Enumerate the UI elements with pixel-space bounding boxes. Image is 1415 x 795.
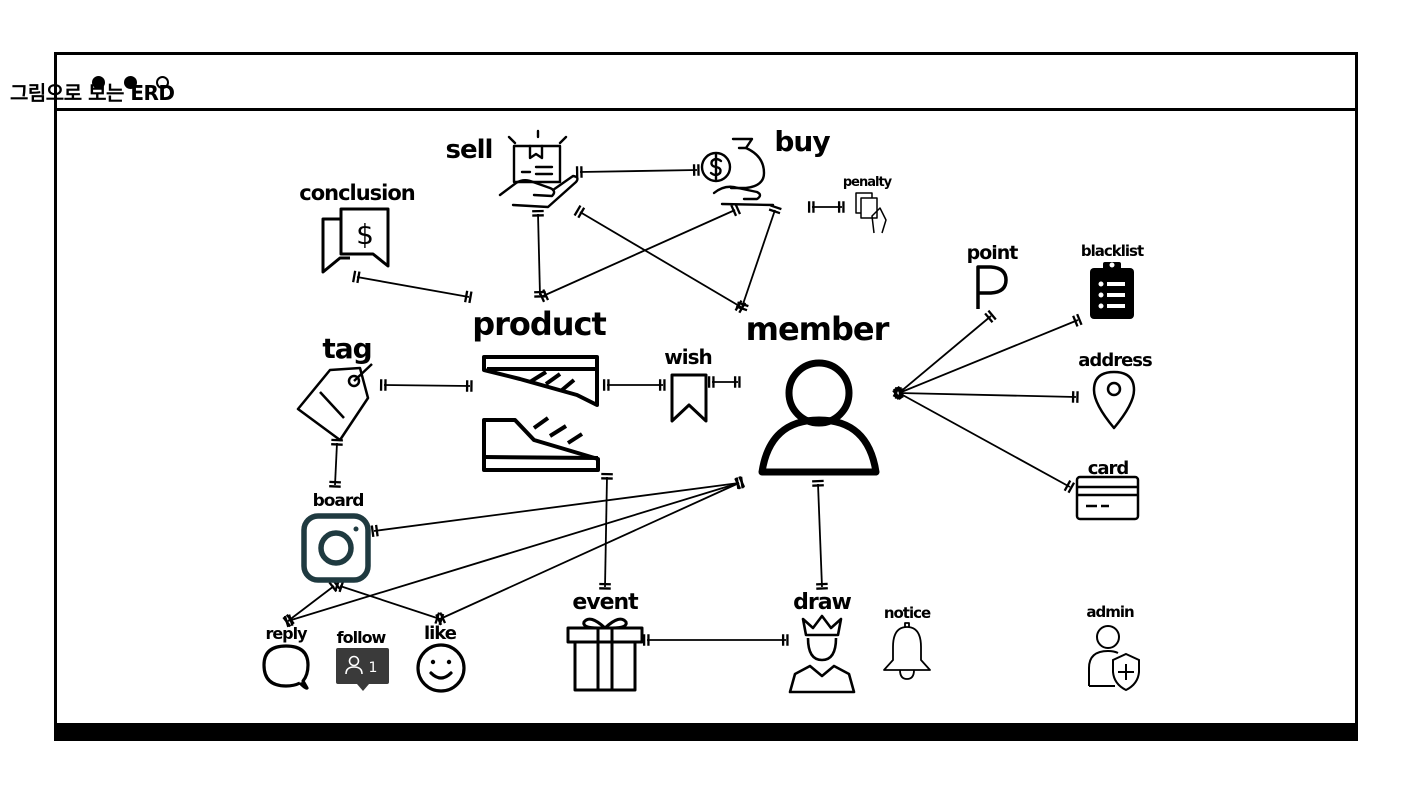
connector-member-blacklist	[893, 313, 1083, 400]
instagram-icon	[301, 513, 371, 583]
entity-product[interactable]: product	[472, 305, 608, 472]
crowned-person-icon	[788, 614, 856, 694]
connector-sell-member	[573, 204, 747, 314]
connector-conclusion-product	[352, 270, 473, 304]
connector-tag-product	[379, 379, 473, 392]
entity-label-blacklist: blacklist	[1081, 242, 1144, 260]
entity-sell[interactable]: sell	[446, 129, 579, 209]
follower-badge-icon: 1	[336, 648, 389, 691]
entity-label-penalty: penalty	[843, 175, 893, 190]
price-tag-icon	[296, 363, 373, 442]
entity-point[interactable]: point	[967, 242, 1019, 309]
entity-label-notice: notice	[884, 604, 931, 622]
connector-member-card	[892, 386, 1076, 494]
entity-label-like: like	[424, 623, 457, 644]
entity-label-product: product	[472, 305, 606, 343]
connector-member-draw	[812, 479, 828, 590]
bottom-bar	[57, 723, 1355, 741]
entity-draw[interactable]: draw	[788, 590, 856, 694]
gift-box-icon	[566, 617, 644, 692]
credit-card-icon	[1075, 475, 1140, 521]
bell-icon	[883, 622, 931, 680]
entity-member[interactable]: member	[746, 310, 891, 476]
connector-tag-board	[329, 438, 343, 488]
entity-notice[interactable]: notice	[883, 604, 932, 680]
money-bag-hand-icon	[700, 137, 775, 207]
user-icon	[758, 359, 880, 476]
page-title: 그림으로 보는 ERD	[10, 81, 175, 105]
entity-label-reply: reply	[265, 624, 308, 643]
window-dot-1[interactable]	[92, 76, 105, 89]
cards-hand-icon	[855, 192, 887, 234]
connector-member-address	[894, 387, 1079, 403]
location-pin-icon	[1092, 370, 1136, 430]
connector-board-reply	[282, 578, 341, 628]
title-bar	[57, 55, 1355, 111]
entity-blacklist[interactable]: blacklist	[1081, 242, 1145, 319]
clipboard-list-icon	[1090, 262, 1134, 319]
speech-bubble-icon	[262, 644, 310, 690]
entity-label-board: board	[313, 491, 364, 511]
connector-buy-product	[538, 203, 742, 303]
window-dot-3[interactable]	[156, 76, 169, 89]
entity-label-point: point	[967, 242, 1019, 264]
entity-buy[interactable]: buy	[700, 125, 831, 207]
entity-board[interactable]: board	[301, 491, 371, 583]
entity-penalty[interactable]: penalty	[843, 175, 894, 234]
entity-label-address: address	[1078, 350, 1152, 371]
chat-dollar-icon: $	[321, 207, 390, 274]
entity-event[interactable]: event	[566, 590, 644, 692]
smiley-icon	[416, 643, 466, 693]
entity-label-tag: tag	[322, 332, 371, 365]
connector-product-event	[599, 472, 613, 590]
entity-label-draw: draw	[793, 590, 851, 615]
hand-box-icon	[498, 129, 579, 209]
connector-sell-buy	[575, 164, 700, 178]
bookmark-icon	[670, 373, 708, 423]
connector-buy-member	[735, 204, 782, 312]
entity-tag[interactable]: tag	[296, 332, 373, 442]
entity-label-buy: buy	[774, 125, 830, 158]
entity-address[interactable]: address	[1078, 350, 1153, 430]
entity-conclusion[interactable]: conclusion $	[299, 181, 416, 274]
entity-label-conclusion: conclusion	[299, 181, 415, 205]
entity-label-card: card	[1088, 458, 1129, 479]
entity-label-event: event	[572, 590, 639, 615]
letter-p-icon	[976, 265, 1008, 309]
entity-label-follow: follow	[337, 628, 387, 647]
entity-label-admin: admin	[1086, 603, 1134, 621]
connectors	[282, 164, 1083, 646]
sneakers-icon	[482, 355, 600, 472]
connector-sell-product	[532, 209, 546, 298]
entity-reply[interactable]: reply	[262, 624, 310, 690]
entity-wish[interactable]: wish	[664, 345, 713, 423]
entity-label-sell: sell	[446, 135, 493, 165]
connector-board-like	[334, 579, 445, 626]
entity-admin[interactable]: admin	[1086, 603, 1140, 692]
connector-member-like	[435, 476, 746, 626]
connector-member-point	[892, 309, 997, 401]
svg-text:$: $	[356, 218, 374, 251]
window-dot-2[interactable]	[124, 76, 137, 89]
entity-follow[interactable]: follow 1	[336, 628, 389, 691]
entity-like[interactable]: like	[416, 623, 466, 693]
entity-label-wish: wish	[664, 345, 711, 369]
follow-count: 1	[369, 660, 378, 676]
entity-label-member: member	[746, 310, 890, 348]
entity-card[interactable]: card	[1075, 458, 1140, 521]
admin-user-icon	[1088, 625, 1140, 692]
